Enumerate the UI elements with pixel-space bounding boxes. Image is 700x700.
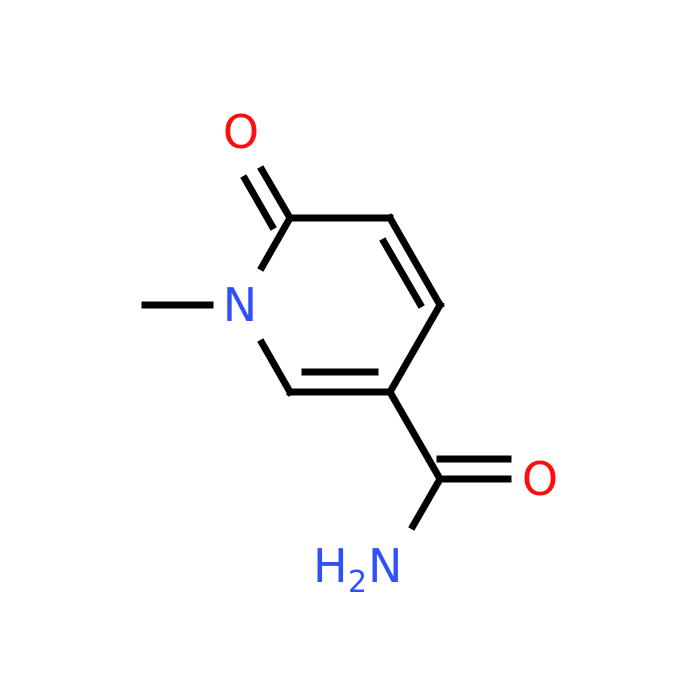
- ring-nitrogen-label: N: [223, 278, 257, 332]
- bond-n1-c6: [257, 213, 295, 272]
- bond-c3-amide-c: [385, 387, 445, 484]
- bond-amide-c-n: [408, 474, 445, 531]
- bond-c6-o-a: [257, 165, 295, 223]
- amide-nitrogen-h-label: H: [313, 539, 348, 593]
- amide-oxygen-label: O: [522, 452, 558, 506]
- amide-nitrogen-subscript: 2: [348, 565, 367, 600]
- bond-c5-c4: [385, 213, 445, 310]
- bond-c5-c4-inner: [379, 237, 425, 309]
- bond-c2-n1: [257, 338, 295, 397]
- amide-nitrogen-n-label: N: [368, 539, 402, 593]
- bond-c6-o-b: [240, 174, 277, 231]
- ring-oxygen-label: O: [223, 105, 259, 159]
- bond-c4-c3: [385, 300, 445, 397]
